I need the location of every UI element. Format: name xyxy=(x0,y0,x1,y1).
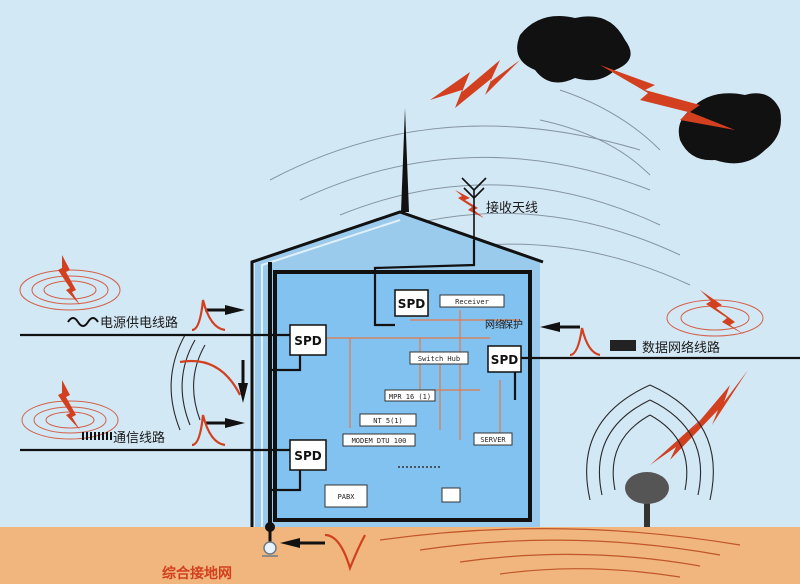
tree-waves xyxy=(586,384,714,501)
lightning-bolt-left-2 xyxy=(58,380,80,430)
lightning-bolt-antenna xyxy=(455,190,484,218)
antenna-label: 接收天线 xyxy=(486,200,538,216)
power-line-label: 电源供电线路 xyxy=(100,315,178,331)
spd-bottom-label: SPD xyxy=(294,449,321,463)
ground-electrode xyxy=(263,541,277,555)
device-receiver-label: Receiver xyxy=(455,298,489,306)
device-switch-hub-label: Switch Hub xyxy=(418,355,460,363)
device-nt xyxy=(359,413,417,427)
lightning-bolt-top xyxy=(430,60,520,108)
device-modem-label: MODEM DTU 100 xyxy=(352,437,407,445)
lightning-bolts xyxy=(58,60,748,465)
device-server xyxy=(473,432,513,446)
spd-bottom xyxy=(289,439,327,471)
spd-left xyxy=(289,324,327,356)
device-mpr-label: MPR 16 (1) xyxy=(389,393,431,401)
field-arcs xyxy=(269,89,691,286)
device-switch-hub xyxy=(409,351,469,365)
device-nt-label: NT 5(1) xyxy=(373,417,403,425)
device-receiver xyxy=(439,294,505,308)
tree-crown xyxy=(625,472,669,504)
devices: Receiver Switch Hub MPR 16 (1) NT 5(1) M… xyxy=(324,294,513,508)
device-pabx-label: PABX xyxy=(338,493,356,501)
comm-line-label: 通信线路 xyxy=(113,430,165,446)
spd-wiring xyxy=(20,240,800,492)
spd-right-label: SPD xyxy=(491,353,518,367)
net-protect-label-1: 网络 xyxy=(485,318,505,331)
ground-area xyxy=(0,527,800,584)
internal-wiring xyxy=(320,310,520,440)
lightning-bolt-tree xyxy=(650,370,748,465)
tree-trunk xyxy=(644,492,650,527)
net-protect-label-2: 保护 xyxy=(503,318,523,331)
spd-units: SPD SPD SPD SPD xyxy=(289,289,522,471)
lightning-bolt-right xyxy=(700,290,745,335)
lightning-bolt-left-1 xyxy=(58,255,80,305)
ground-network-label: 综合接地网 xyxy=(162,565,232,582)
arrows xyxy=(205,305,580,548)
device-terminal xyxy=(441,487,461,503)
lightning-rod xyxy=(401,108,409,212)
ground-ripples xyxy=(379,528,741,578)
induction-spirals xyxy=(19,269,764,440)
lightning-bolt-cloud xyxy=(600,65,735,130)
device-modem xyxy=(342,433,416,447)
antenna xyxy=(461,177,487,240)
data-cable-icon xyxy=(610,340,636,351)
spd-right xyxy=(487,345,522,373)
surge-pulses xyxy=(179,299,601,572)
device-mpr xyxy=(384,389,436,402)
data-network-label: 数据网络线路 xyxy=(642,340,720,356)
building-roof-line xyxy=(250,210,544,527)
spd-top xyxy=(394,289,429,317)
line-icons xyxy=(67,317,636,440)
device-pabx xyxy=(324,484,368,508)
spd-top-label: SPD xyxy=(398,297,425,311)
comm-cable-icon xyxy=(82,432,112,440)
ac-wave-icon xyxy=(67,317,99,327)
device-server-label: SERVER xyxy=(480,436,506,444)
spd-left-label: SPD xyxy=(294,334,321,348)
